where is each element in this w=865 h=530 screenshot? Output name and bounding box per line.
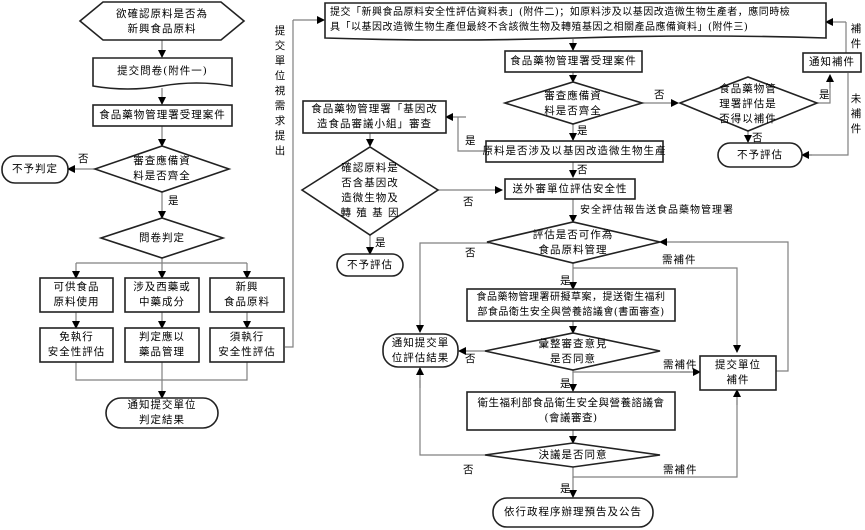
need-supplement-label: 需補件 — [663, 464, 698, 476]
decision-diamond — [98, 217, 226, 259]
process-box — [699, 355, 777, 391]
no-label: 否 — [752, 132, 764, 144]
yes-label: 是 — [560, 483, 572, 495]
right-connectors — [366, 18, 849, 498]
need-eval-step: 須執行 安全性評估 — [218, 331, 276, 358]
no-label: 否 — [465, 353, 477, 365]
yes-label: 是 — [560, 378, 572, 390]
check-docs-decision-1: 審查應備資 料是否齊全 — [133, 155, 191, 182]
council-meeting-step: 衛生福利部食品衛生安全與營養諮議會 (會議審查) — [477, 397, 665, 424]
yes-label: 是 — [375, 237, 387, 249]
gm-panel-review-step: 食品藥物管理署「基因改 造食品審議小組」審查 — [311, 103, 438, 130]
drug-mgmt-step: 判定應以 藥品管理 — [139, 331, 185, 358]
yes-label: 是 — [168, 195, 180, 207]
process-box — [124, 327, 200, 363]
side-note-vertical: 提交單位視需求提出 — [274, 25, 286, 157]
exempt-eval-step: 免執行 安全性評估 — [47, 331, 106, 358]
start-node: 欲確認原料是否為 新興食品原料 — [116, 8, 208, 35]
food-use-outcome: 可供食品 原料使用 — [53, 281, 100, 308]
process-box — [802, 52, 862, 73]
process-box — [209, 277, 285, 313]
notify-supplement-step: 通知補件 — [809, 56, 855, 68]
decision-diamond — [677, 76, 820, 132]
report-note: 安全評估報告送食品藥物管理署 — [580, 205, 734, 216]
no-judgment-terminal: 不予判定 — [12, 163, 58, 175]
can-be-food-decision: 評估是否可作為 食品原料管理 — [532, 229, 614, 256]
yes-label: 是 — [577, 125, 589, 137]
draft-review-step: 食品藥物管理署研擬草案，提送衛生福利 部食品衛生安全與營養諮議會(書面審查) — [476, 292, 666, 318]
no-label: 否 — [577, 164, 589, 176]
opinion-agree-decision: 彙整審查意見 是否同意 — [538, 338, 608, 365]
decision-diamond — [300, 146, 440, 236]
process-box — [209, 327, 285, 363]
terminal-shape — [1, 155, 69, 184]
process-box — [124, 277, 200, 313]
process-box — [504, 178, 636, 200]
can-supplement-decision: 食品藥物管 理署評估是 否得以補件 — [719, 82, 777, 125]
process-box — [466, 391, 676, 431]
supplement-label-vertical: 補件 — [850, 23, 862, 50]
decision-diamond — [502, 81, 645, 125]
submit-supplement-step: 提交單位 補件 — [715, 359, 761, 386]
no-label: 否 — [654, 89, 666, 101]
submit-form-step: 提交「新興食品原料安全性評估資料表」(附件二)；如原料涉及以基因改造微生物生產者… — [330, 7, 791, 33]
questionnaire-judgment-decision: 問卷判定 — [139, 231, 185, 244]
notify-result-terminal-2: 通知提交單 位評估結果 — [391, 336, 450, 364]
process-box — [92, 104, 233, 127]
process-box — [466, 288, 676, 322]
process-box — [302, 100, 447, 134]
fda-accept-step-1: 食品藥物管理署受理案件 — [99, 109, 226, 121]
process-box — [504, 50, 643, 73]
process-box — [39, 277, 114, 313]
not-evaluate-terminal-2: 不予評估 — [347, 258, 393, 271]
fda-accept-step-2: 食品藥物管理署受理案件 — [510, 55, 637, 67]
no-label: 否 — [465, 247, 477, 259]
check-docs-decision-2: 審查應備資 料是否齊全 — [544, 90, 602, 117]
novel-food-outcome: 新興 食品原料 — [224, 281, 270, 308]
terminal-shape — [336, 253, 404, 277]
no-label: 否 — [463, 196, 475, 208]
gm-question-step: 原料是否涉及以基因改造微生物生產 — [482, 145, 667, 157]
resolution-agree-decision: 決議是否同意 — [538, 448, 608, 461]
notify-result-terminal-1: 通知提交單位 判定結果 — [127, 399, 197, 426]
external-review-step: 送外審單位評估安全性 — [512, 182, 628, 195]
submit-questionnaire-step: 提交問卷(附件一) — [117, 64, 208, 77]
terminal-shape — [717, 142, 803, 168]
document-shape — [324, 2, 827, 41]
yes-label: 是 — [819, 89, 831, 101]
not-evaluate-terminal-1: 不予評估 — [737, 148, 783, 161]
process-box — [39, 327, 114, 363]
decision-diamond — [484, 442, 661, 468]
yes-label: 是 — [560, 275, 572, 287]
drug-outcome: 涉及西藥或 中藥成分 — [133, 281, 191, 308]
gm-confirm-decision: 確認原料是 否含基因改 造微生物及 轉 殖 基 因 — [340, 162, 400, 219]
terminal-shape — [382, 333, 459, 368]
no-label: 否 — [78, 153, 90, 165]
decision-diamond — [484, 332, 661, 371]
final-terminal: 依行政程序辦理預告及公告 — [504, 506, 642, 518]
start-hexagon — [78, 1, 246, 41]
need-supplement-label: 需補件 — [663, 359, 698, 371]
yes-label: 是 — [465, 135, 477, 147]
decision-diamond — [486, 221, 661, 264]
no-label: 否 — [463, 464, 475, 476]
need-supplement-label: 需補件 — [662, 254, 697, 266]
terminal-shape — [105, 397, 219, 429]
no-supplement-label-vertical: 未補件 — [850, 93, 862, 135]
decision-diamond — [92, 145, 232, 193]
process-box — [485, 140, 664, 163]
terminal-shape — [492, 497, 654, 528]
document-shape — [92, 57, 233, 90]
